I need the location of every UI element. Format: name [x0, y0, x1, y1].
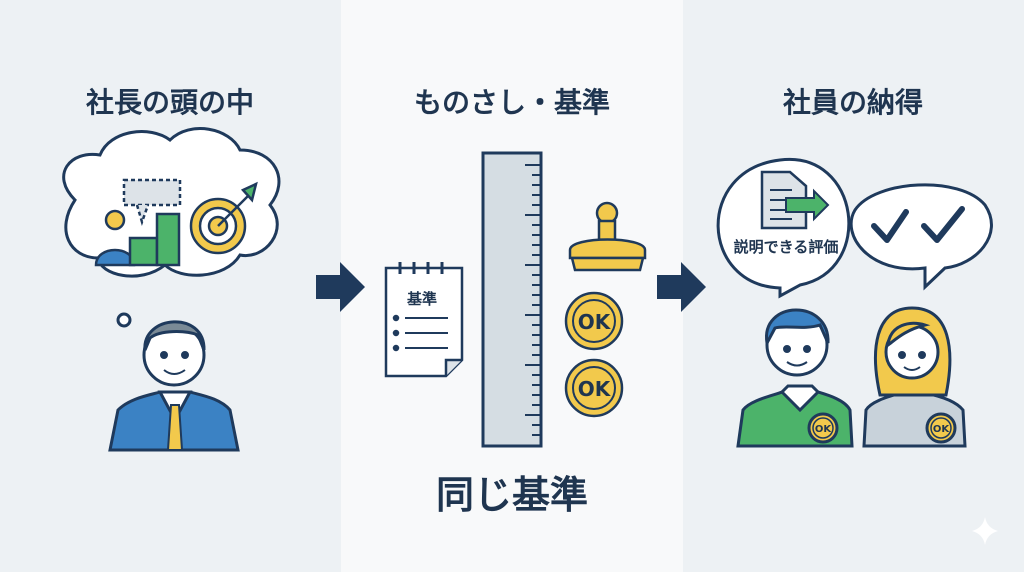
double-check-icon: [871, 206, 965, 243]
title-employees: 社員の納得: [783, 86, 923, 119]
arrow-right-icon: [657, 262, 706, 312]
speech-bubble-checks: [849, 183, 993, 291]
document-arrow-icon: [760, 170, 830, 230]
stamp-icon: [568, 201, 647, 272]
ruler: [481, 151, 543, 448]
ok-badge-female: OK: [933, 424, 951, 435]
male-employee-avatar: [736, 308, 854, 448]
memo-label: 基準: [406, 290, 437, 308]
female-employee-avatar: [862, 306, 967, 448]
caption-same-standard: 同じ基準: [436, 473, 588, 517]
president-avatar: [108, 320, 240, 452]
title-president: 社長の頭の中: [86, 86, 254, 119]
title-standard: ものさし・基準: [414, 86, 610, 119]
chart-person-icon: [94, 178, 182, 267]
ok-stamp-mark: OK: [564, 291, 624, 351]
panel-right: [683, 0, 1024, 572]
arrow-right-icon: [316, 262, 365, 312]
svg-text:OK: OK: [578, 377, 612, 401]
svg-text:OK: OK: [578, 310, 612, 334]
standard-memo: [384, 262, 464, 378]
panel-left: [0, 0, 341, 572]
ok-badge-male: OK: [815, 424, 833, 435]
sparkle-icon: [972, 517, 998, 545]
ok-stamp-mark: OK: [564, 358, 624, 418]
target-icon: [189, 181, 258, 255]
bubble-text: 説明できる評価: [734, 238, 839, 256]
